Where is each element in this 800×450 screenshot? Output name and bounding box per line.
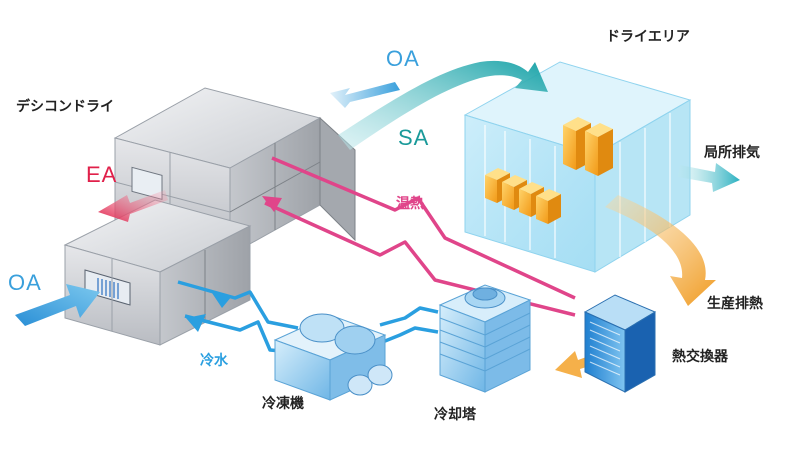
label-dry-area: ドライエリア [606,29,690,45]
products-front [485,168,561,224]
warm-arrowhead [262,196,282,212]
heat-exchanger [583,294,657,393]
label-desiccant-dry: デシコンドライ [16,99,114,115]
oa-top-arrow [330,82,400,108]
label-cooling-tower: 冷却塔 [434,407,476,423]
chilled-arrowhead-2 [186,314,206,332]
label-oa-left: OA [8,270,42,295]
desiccant-dry-unit [63,87,356,346]
label-ea: EA [86,162,118,187]
label-chilled-water: 冷水 [200,353,228,369]
label-oa-top: OA [386,46,420,71]
chiller [273,313,393,401]
label-sa: SA [398,125,430,150]
local-exhaust-arrow [678,163,740,192]
products-back [563,117,613,176]
sa-arrow [338,60,548,150]
cooling-tower [438,284,532,393]
label-chiller: 冷凍機 [262,396,304,412]
label-warm-heat: 温熱 [396,196,424,212]
chilled-arrowhead-1 [210,290,232,308]
label-heat-exchanger: 熱交換器 [672,349,728,365]
ea-arrow [98,190,168,222]
label-local-exhaust: 局所排気 [704,145,760,161]
production-exhaust-arrow [605,195,716,306]
oa-left-arrow [15,284,100,326]
label-production-exhaust: 生産排熱 [707,296,763,312]
